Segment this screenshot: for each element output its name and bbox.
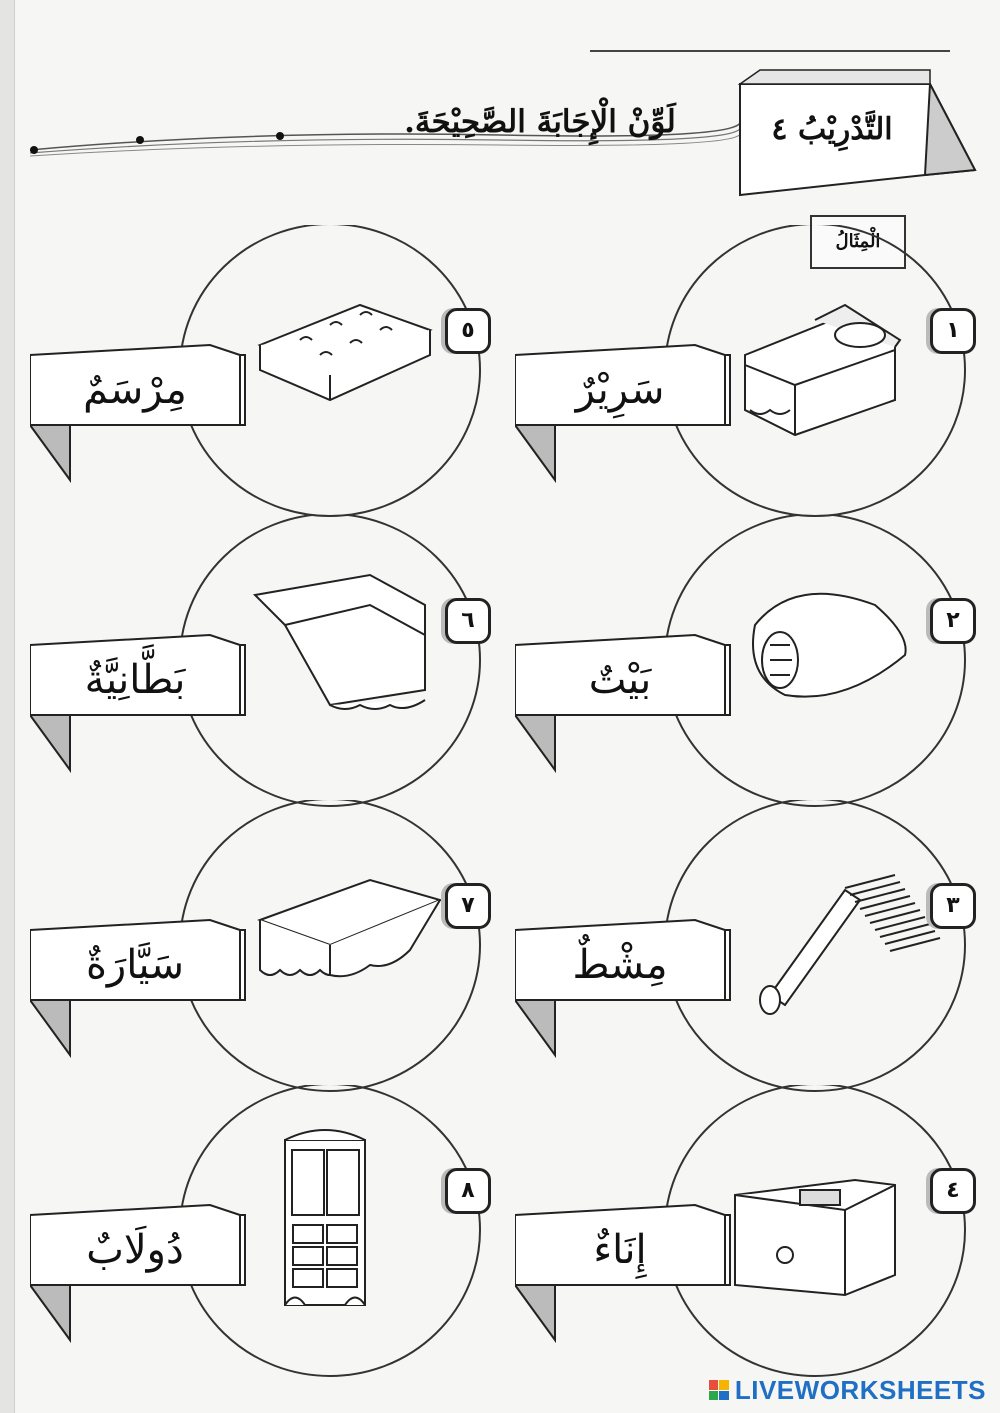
item-number-badge: ٨ (445, 1168, 491, 1214)
item-number-badge: ٢ (930, 598, 976, 644)
pillow-illustration (752, 592, 907, 698)
header-decoration (29, 69, 977, 197)
item-frame (515, 225, 966, 517)
exercise-item-4: ٤ إِنَاءٌ (515, 1085, 985, 1385)
answer-word[interactable]: سَيَّارَةٌ (85, 942, 185, 988)
comb-illustration (759, 874, 941, 1015)
answer-word[interactable]: إِنَاءٌ (593, 1227, 647, 1273)
blanket-illustration (252, 573, 426, 710)
item-frame (515, 515, 966, 807)
answer-word[interactable]: بَيْتٌ (588, 657, 652, 703)
exercise-item-1: ١ سَرِيْرٌ (515, 225, 985, 525)
answer-word[interactable]: مِرْسَمٌ (83, 367, 187, 413)
page-left-edge (0, 0, 15, 1413)
answer-word[interactable]: دُولَابٌ (86, 1227, 184, 1273)
exercise-item-5: ٥ مِرْسَمٌ (30, 225, 500, 525)
item-frame (515, 800, 966, 1092)
brand-worksheets: WORKSHEETS (794, 1374, 986, 1405)
answer-word[interactable]: سَرِيْرٌ (575, 367, 665, 413)
instruction-text: لَوِّنْ الْإِجَابَةَ الصَّحِيْحَةَ. (404, 104, 676, 140)
bedsheet-illustration (257, 878, 444, 978)
item-number-badge: ٦ (445, 598, 491, 644)
exercise-item-2: ٢ بَيْتٌ (515, 515, 985, 815)
item-number-badge: ٧ (445, 883, 491, 929)
item-number-badge: ٤ (930, 1168, 976, 1214)
exercise-item-8: ٨ دُولَابٌ (30, 1085, 500, 1385)
drawer-illustration (734, 1178, 896, 1297)
item-number-badge: ١ (930, 308, 976, 354)
wardrobe-illustration (284, 1129, 366, 1306)
answer-word[interactable]: بَطَّانِيَّةٌ (84, 657, 186, 703)
exercise-item-7: ٧ سَيَّارَةٌ (30, 800, 500, 1100)
item-frame (30, 1085, 481, 1377)
item-number-badge: ٥ (445, 308, 491, 354)
mattress-illustration (257, 303, 433, 402)
example-tag: الْمِثَالُ (810, 215, 906, 269)
item-number-badge: ٣ (930, 883, 976, 929)
bed-illustration (744, 303, 902, 437)
item-frame (30, 800, 481, 1092)
brand-live: LIVE (734, 1374, 795, 1405)
top-rule (590, 50, 950, 52)
liveworksheets-logo-icon (708, 1380, 729, 1400)
answer-word[interactable]: مِشْطٌ (572, 942, 668, 988)
header (0, 60, 1000, 210)
drill-label: التَّدْرِيْبُ ٤ (771, 112, 893, 147)
item-frame (30, 515, 481, 807)
exercise-item-6: ٦ بَطَّانِيَّةٌ (30, 515, 500, 815)
exercise-item-3: ٣ مِشْطٌ (515, 800, 985, 1100)
item-frame (30, 225, 481, 517)
item-frame (515, 1085, 966, 1377)
